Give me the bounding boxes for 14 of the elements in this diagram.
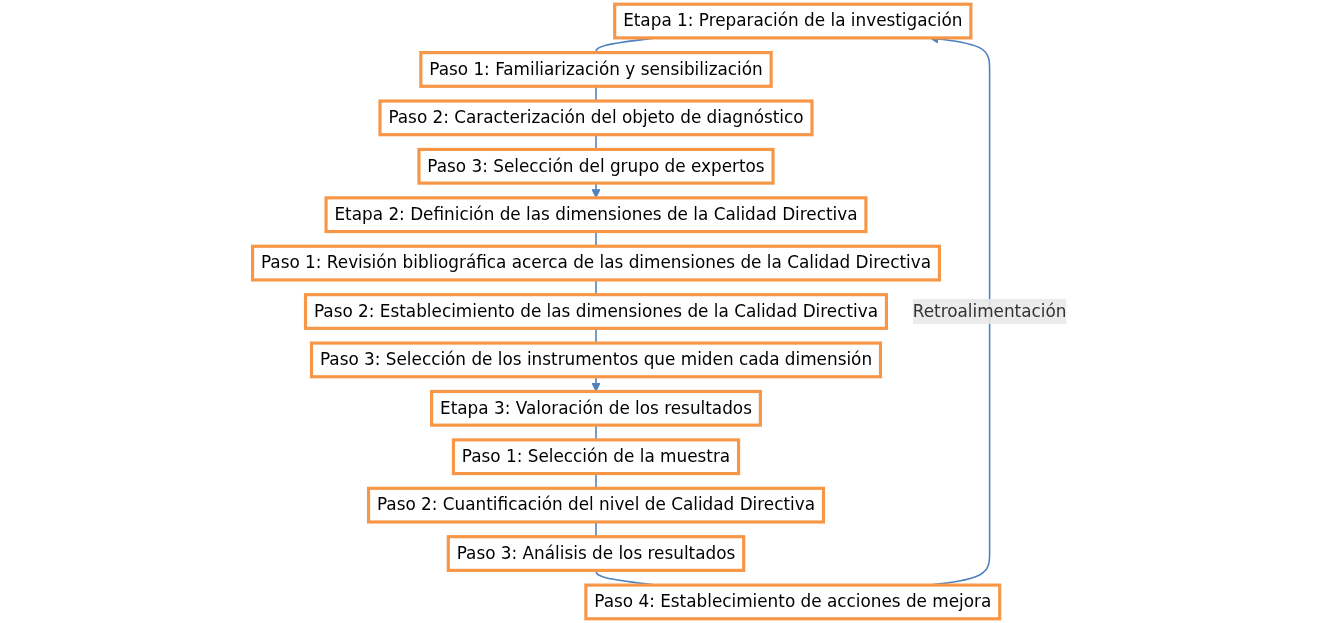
- node-box: Paso 2: Caracterización del objeto de diagnóstico: [378, 99, 814, 137]
- node-box: Paso 1: Selección de la muestra: [451, 438, 741, 476]
- node-box: Paso 2: Establecimiento de las dimensiones de la Calidad Directiva: [303, 293, 889, 330]
- node-box: Paso 3: Análisis de los resultados: [446, 535, 746, 572]
- node-box: Paso 2: Cuantificación del nivel de Calidad Directiva: [366, 486, 826, 524]
- node-box: Paso 3: Selección del grupo de expertos: [417, 147, 775, 185]
- node-box: Etapa 1: Preparación de la investigación: [613, 2, 973, 40]
- node-box: Paso 1: Revisión bibliográfica acerca de las dimensiones de la Calidad Directiva: [251, 244, 941, 282]
- edge-label: Retroalimentación: [912, 300, 1067, 321]
- node-box: Etapa 3: Valoración de los resultados: [430, 389, 762, 427]
- node-box: Etapa 2: Definición de las dimensiones de la Calidad Directiva: [324, 196, 868, 234]
- node-box: Paso 1: Familiarización y sensibilización: [419, 51, 773, 88]
- node-box: Paso 3: Selección de los instrumentos que miden cada dimensión: [309, 341, 883, 379]
- node-box: Paso 4: Establecimiento de acciones de mejora: [584, 583, 1002, 621]
